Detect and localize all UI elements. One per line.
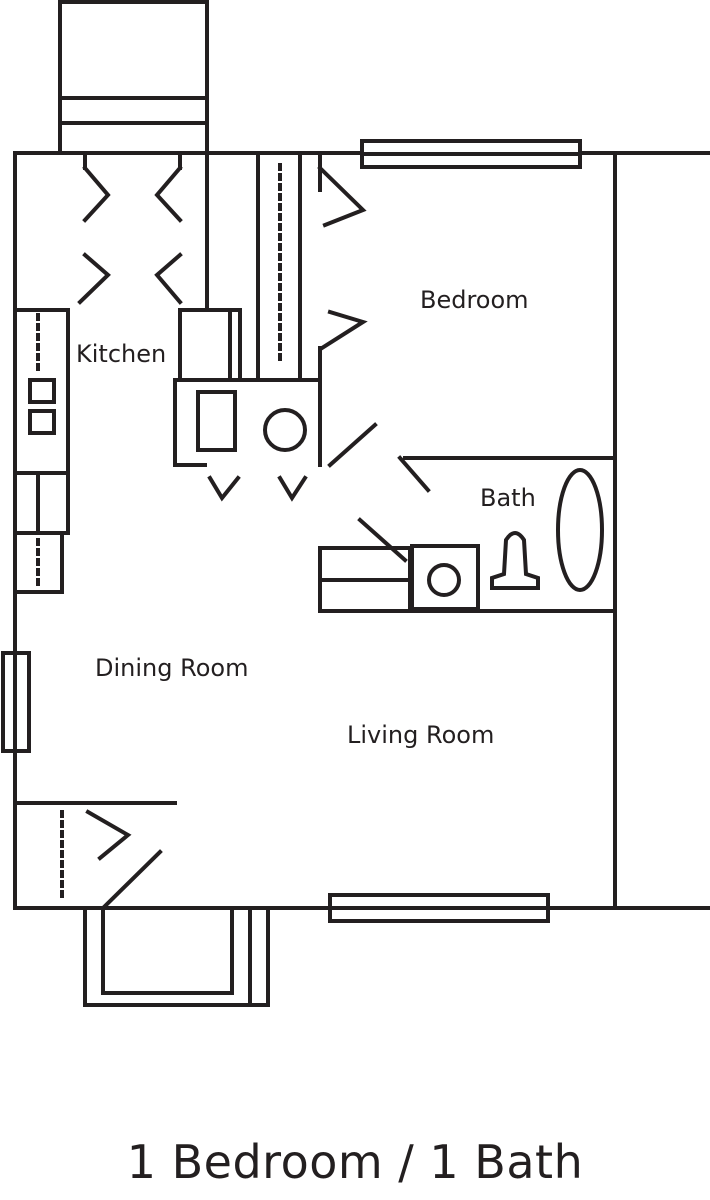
floor-plan-lines [1,0,710,1007]
porch [83,906,270,1007]
room-label-bath: Bath [480,484,536,512]
kitchen-counter [13,308,70,594]
hall-closet [256,151,302,382]
exterior-walls [13,151,710,910]
bath-walls [318,455,617,613]
room-label-bedroom: Bedroom [420,286,529,314]
room-label-living-room: Living Room [347,721,494,749]
utility-closet [173,378,322,502]
room-label-kitchen: Kitchen [76,340,166,368]
bedroom-wall [317,151,378,468]
left-window [1,651,31,753]
bottom-window [328,893,550,923]
floor-plan-caption: 1 Bedroom / 1 Bath [126,1135,584,1189]
top-chimney [58,0,209,310]
top-window [360,139,582,169]
entry [13,801,177,911]
room-label-dining-room: Dining Room [95,654,248,682]
bath-fixtures [318,468,604,613]
refrigerator [178,308,242,382]
pantry-doors [77,151,183,305]
